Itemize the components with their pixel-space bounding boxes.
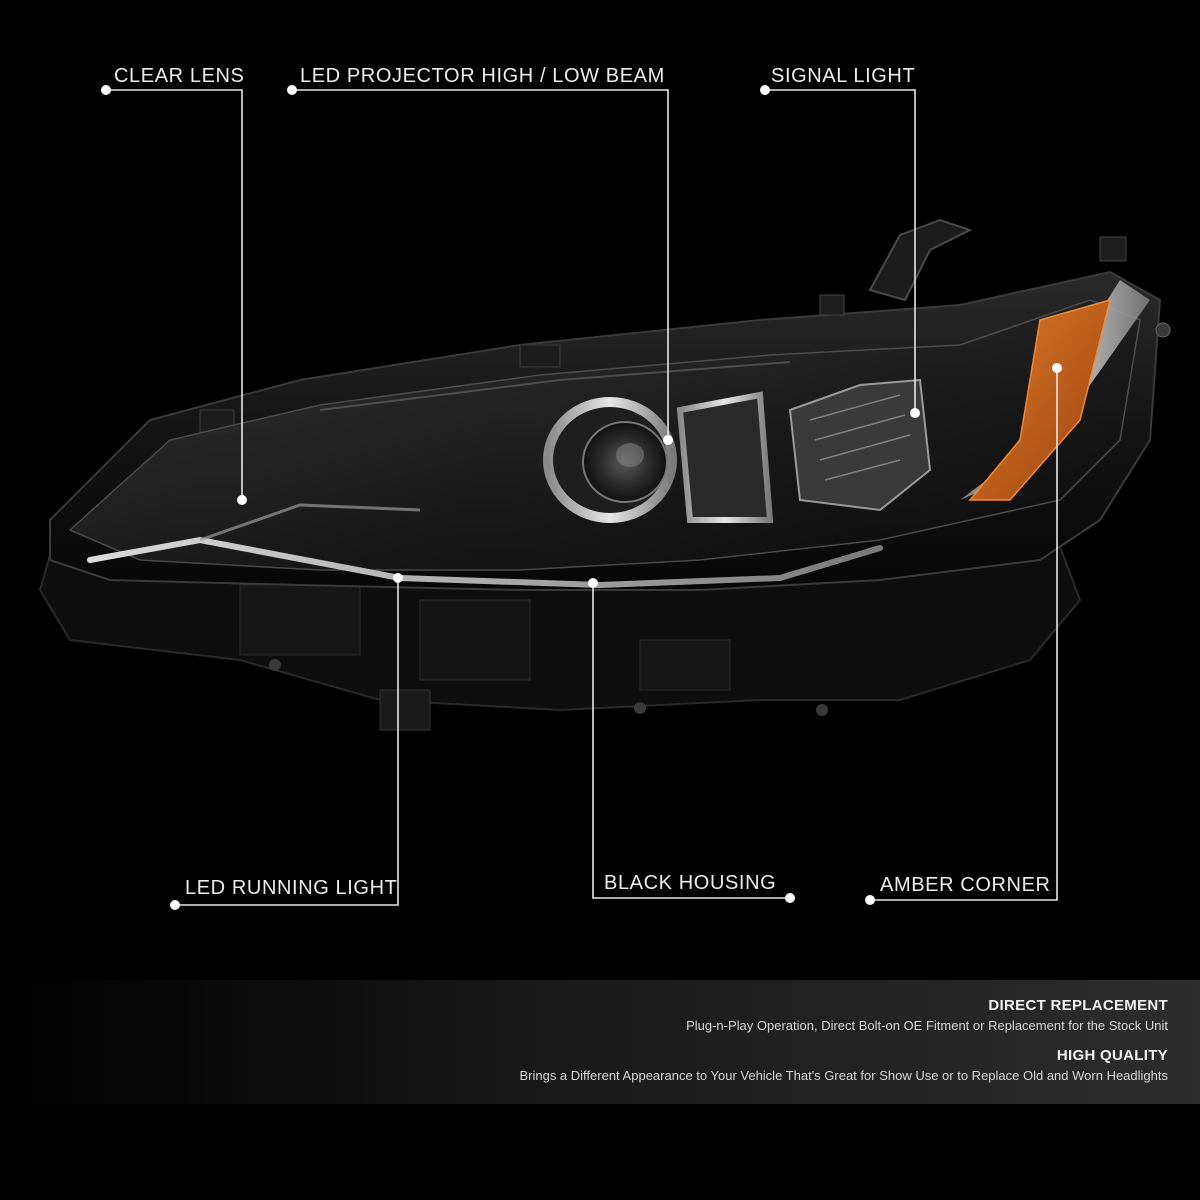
callout-leader-lines [106,89,1058,906]
feature-text: Brings a Different Appearance to Your Ve… [519,1068,1168,1083]
callout-clear-lens: CLEAR LENS [114,65,245,87]
callout-dots [101,85,1062,910]
callout-dot-drl-start [170,900,180,910]
feature-direct-replacement: DIRECT REPLACEMENT Plug-n-Play Operation… [686,997,1168,1033]
projector-lens [543,391,774,523]
callout-dot-clear-lens-start [101,85,111,95]
amber-corner [968,298,1112,501]
callout-dot-signal-end [910,408,920,418]
callout-dot-amber-end [1052,363,1062,373]
led-running-light [87,503,883,589]
callout-black-housing: BLACK HOUSING [604,872,777,894]
callout-dot-drl-end [393,573,403,583]
feature-band [0,980,1200,1104]
feature-heading: DIRECT REPLACEMENT [988,997,1168,1014]
callout-dot-housing-end [588,578,598,588]
feature-high-quality: HIGH QUALITY Brings a Different Appearan… [519,1047,1168,1083]
callout-dot-clear-lens-end [237,495,247,505]
feature-heading: HIGH QUALITY [1056,1047,1168,1064]
callout-dot-projector-start [287,85,297,95]
callout-dot-signal-start [760,85,770,95]
feature-text: Plug-n-Play Operation, Direct Bolt-on OE… [686,1018,1168,1033]
callout-amber-corner: AMBER CORNER [880,874,1051,896]
callout-signal-light: SIGNAL LIGHT [771,65,916,87]
signal-light [788,378,932,512]
callout-dot-projector-end [663,435,673,445]
callout-led-projector: LED PROJECTOR HIGH / LOW BEAM [300,65,665,87]
callout-dot-amber-start [865,895,875,905]
callout-led-running-light: LED RUNNING LIGHT [185,877,398,899]
callout-dot-housing-start [785,893,795,903]
